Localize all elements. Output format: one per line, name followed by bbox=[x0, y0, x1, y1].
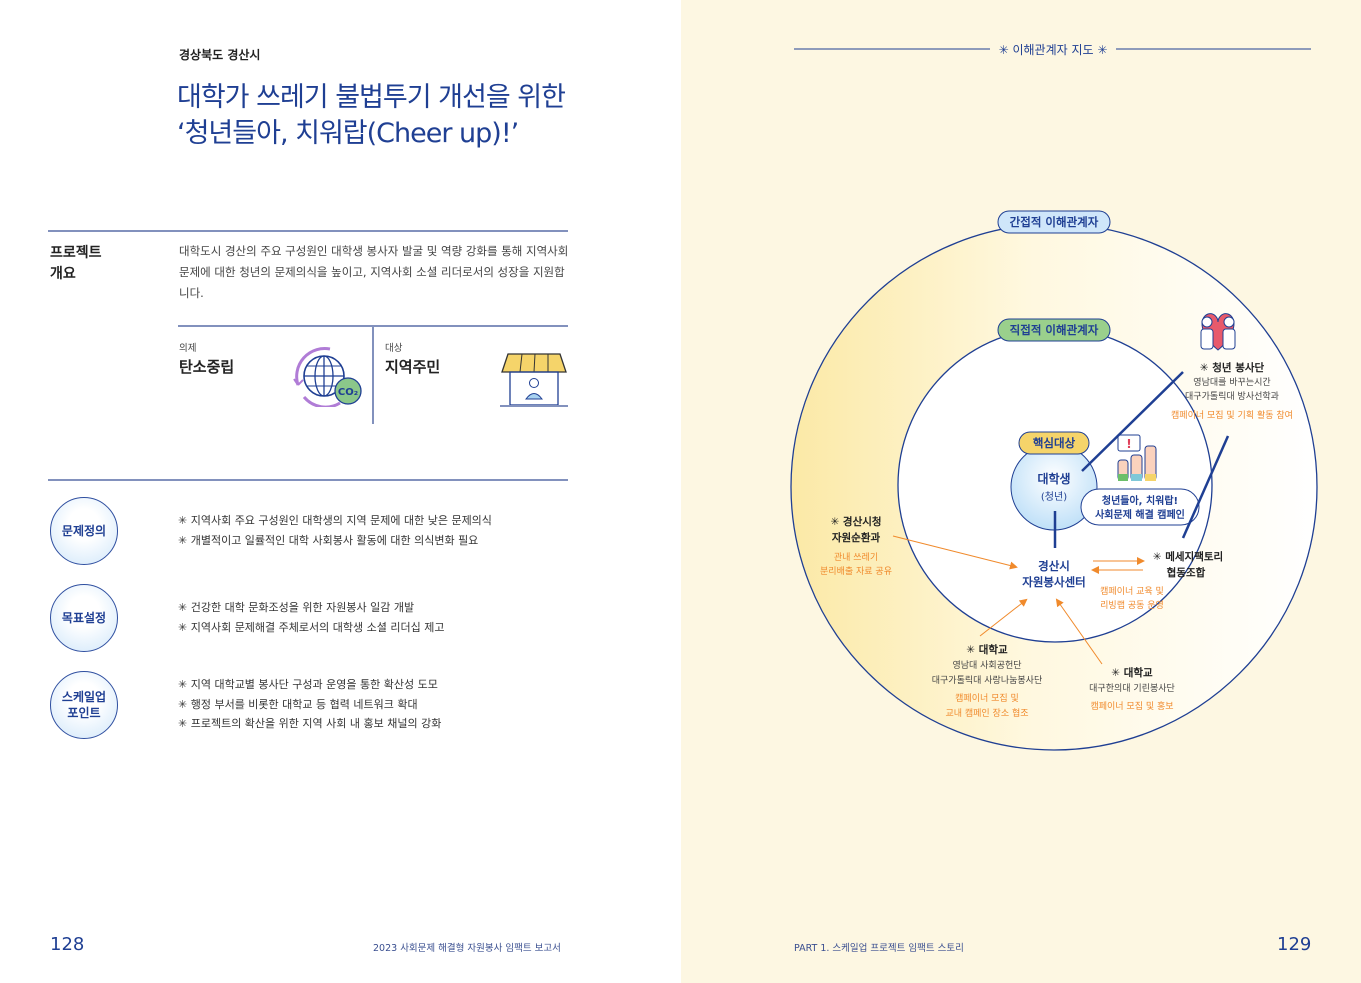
goal-list: ✳ 건강한 대학 문화조성을 위한 자원봉사 일감 개발 ✳ 지역사회 문제해결… bbox=[178, 598, 444, 637]
youth-role: 캠페이너 모집 및 기획 활동 참여 bbox=[1171, 409, 1293, 421]
list-item: ✳ 지역 대학교별 봉사단 구성과 운영을 통한 확산성 도모 bbox=[178, 678, 438, 691]
univ1-sub2: 대구가톨릭대 사랑나눔봉사단 bbox=[932, 674, 1043, 686]
univ2-role: 캠페이너 모집 및 홍보 bbox=[1090, 700, 1173, 712]
campaign-line1: 청년들아, 치워랍! bbox=[1102, 494, 1178, 507]
svg-text:!: ! bbox=[1126, 437, 1131, 451]
direct-label: 직접적 이해관계자 bbox=[1010, 323, 1099, 337]
core-line2: (청년) bbox=[1041, 491, 1067, 503]
arrow bbox=[1055, 598, 1103, 665]
campaign-bubble bbox=[1080, 488, 1200, 526]
factory-role1: 캠페이너 교육 및 bbox=[1100, 585, 1164, 597]
list-item: ✳ 지역사회 주요 구성원인 대학생의 지역 문제에 대한 낮은 문제의식 bbox=[178, 514, 492, 527]
section-title: 스케일업 bbox=[61, 690, 107, 704]
indirect-badge bbox=[997, 210, 1111, 234]
overview-text: 대학도시 경산의 주요 구성원인 대학생 봉사자 발굴 및 역량 강화를 통해 … bbox=[179, 244, 569, 300]
couple-heart-icon bbox=[1200, 313, 1236, 351]
section-title: 문제정의 bbox=[61, 524, 107, 538]
cityhall-role1: 관내 쓰레기 bbox=[834, 552, 878, 563]
univ1-role1: 캠페이너 모집 및 bbox=[955, 692, 1019, 704]
agenda-label: 의제 bbox=[179, 343, 197, 354]
section-badge-goal: 목표설정 bbox=[50, 584, 118, 652]
map-title: ✳ 이해관계자 지도 ✳ bbox=[999, 43, 1108, 57]
co2-text: CO₂ bbox=[338, 387, 358, 398]
connector bbox=[1181, 435, 1230, 539]
univ2-sub1: 대구한의대 기린봉사단 bbox=[1089, 683, 1175, 694]
page-number-left: 128 bbox=[50, 934, 85, 955]
indirect-label: 간접적 이해관계자 bbox=[1010, 215, 1099, 229]
footer-left: 2023 사회문제 해결형 자원봉사 임팩트 보고서 bbox=[373, 943, 561, 954]
center-line2: 자원봉사센터 bbox=[1022, 575, 1085, 589]
shop-person-icon bbox=[500, 353, 568, 407]
title-line-1: 대학가 쓰레기 불법투기 개선을 위한 bbox=[177, 82, 566, 113]
overview-label: 프로젝트 개요 bbox=[50, 243, 102, 285]
section-badge-problem: 문제정의 bbox=[50, 497, 118, 565]
footer-right: PART 1. 스케일업 프로젝트 임팩트 스토리 bbox=[794, 943, 964, 954]
divider-vertical bbox=[372, 326, 374, 424]
list-item: ✳ 개별적이고 일률적인 대학 사회봉사 활동에 대한 의식변화 필요 bbox=[178, 533, 479, 547]
arrow bbox=[979, 598, 1028, 637]
cityhall-name1: ✳ 경산시청 bbox=[830, 515, 881, 528]
factory-name2: 협동조합 bbox=[1167, 566, 1206, 579]
core-badge bbox=[1018, 431, 1090, 455]
youth-sub2: 대구가톨릭대 방사선학과 bbox=[1185, 390, 1279, 402]
core-line1: 대학생 bbox=[1037, 471, 1070, 486]
univ1-sub1: 영남대 사회공헌단 bbox=[952, 660, 1021, 671]
divider bbox=[48, 479, 568, 481]
factory-role2: 리빙랩 공동 운영 bbox=[1100, 599, 1164, 611]
core-label: 핵심대상 bbox=[1033, 436, 1076, 450]
globe-co2-icon: CO₂ bbox=[293, 347, 362, 407]
overview-label-line2: 개요 bbox=[50, 266, 76, 282]
cityhall-role2: 분리배출 자료 공유 bbox=[820, 566, 892, 577]
agenda-value: 탄소중립 bbox=[179, 358, 235, 376]
youth-name: ✳ 청년 봉사단 bbox=[1200, 361, 1265, 374]
univ1-role2: 교내 캠페인 장소 협조 bbox=[945, 707, 1028, 719]
factory-name1: ✳ 메세지팩토리 bbox=[1153, 550, 1223, 563]
list-item: ✳ 지역사회 문제해결 주체로서의 대학생 소셜 리더십 제고 bbox=[178, 620, 445, 634]
region-label: 경상북도 경산시 bbox=[179, 48, 261, 62]
section-title: 목표설정 bbox=[61, 611, 107, 625]
youth-sub1: 영남대를 바꾸는시간 bbox=[1193, 377, 1270, 388]
univ2-name: ✳ 대학교 bbox=[1111, 666, 1153, 679]
campaign-line2: 사회문제 해결 캠페인 bbox=[1095, 508, 1185, 521]
arrow bbox=[892, 535, 1018, 570]
page-title: 대학가 쓰레기 불법투기 개선을 위한 ‘청년들아, 치워랍(Cheer up)… bbox=[177, 80, 566, 152]
overview-label-line1: 프로젝트 bbox=[50, 245, 102, 261]
connector bbox=[1081, 371, 1184, 472]
raised-hands-icon: ! bbox=[1117, 434, 1157, 481]
list-item: ✳ 건강한 대학 문화조성을 위한 자원봉사 일감 개발 bbox=[178, 601, 415, 614]
section-title: 포인트 bbox=[67, 706, 101, 720]
cityhall-name2: 자원순환과 bbox=[832, 531, 881, 544]
target-value: 지역주민 bbox=[385, 358, 441, 376]
univ1-name: ✳ 대학교 bbox=[966, 643, 1008, 656]
direct-badge bbox=[997, 318, 1111, 342]
divider bbox=[48, 230, 568, 232]
title-line-2: ‘청년들아, 치워랍(Cheer up)!’ bbox=[177, 118, 519, 149]
problem-list: ✳ 지역사회 주요 구성원인 대학생의 지역 문제에 대한 낮은 문제의식 ✳ … bbox=[178, 511, 492, 550]
list-item: ✳ 프로젝트의 확산을 위한 지역 사회 내 홍보 채널의 강화 bbox=[178, 717, 442, 730]
target-label: 대상 bbox=[385, 343, 403, 354]
list-item: ✳ 행정 부서를 비롯한 대학교 등 협력 네트워크 확대 bbox=[178, 697, 418, 711]
page-number-right: 129 bbox=[1277, 934, 1312, 955]
scaleup-list: ✳ 지역 대학교별 봉사단 구성과 운영을 통한 확산성 도모 ✳ 행정 부서를… bbox=[178, 675, 441, 734]
center-line1: 경산시 bbox=[1038, 559, 1070, 573]
